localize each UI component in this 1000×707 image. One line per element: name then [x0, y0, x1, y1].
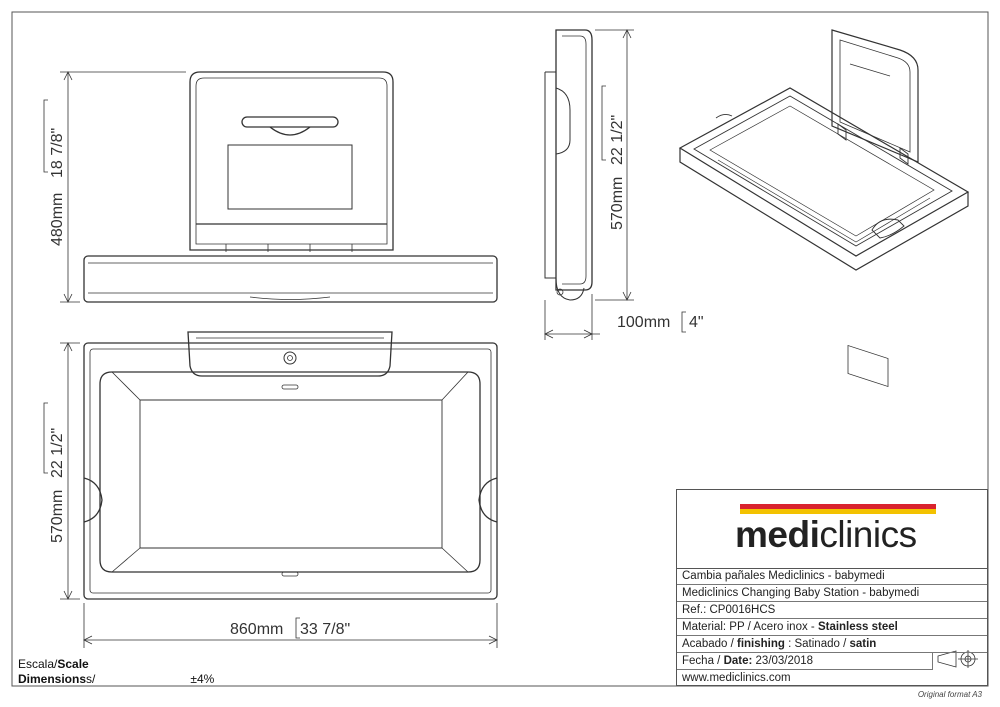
side-depth-inch-label: 4" [689, 314, 704, 331]
front-width-label: 860mm [230, 621, 283, 638]
top-height-inch-label: 18 7/8" [49, 128, 66, 178]
original-format-note: Original format A3 [917, 690, 982, 699]
top-height-dimension [60, 71, 186, 303]
logo-wordmark: mediclinics [735, 514, 917, 555]
scale-label-en: Scale [57, 657, 89, 671]
front-height-inch-label: 22 1/2" [49, 428, 66, 478]
side-view [544, 29, 593, 301]
side-height-label: 570mm [609, 177, 626, 230]
reference-row: Ref.: CP0016HCS [677, 602, 987, 619]
dimensions-label: Dimensions [18, 672, 87, 686]
front-view [83, 331, 498, 600]
material-row: Material: PP / Acero inox - Stainless st… [677, 619, 987, 636]
brand-logo: mediclinics [677, 490, 987, 569]
side-depth-dimension [544, 294, 600, 340]
front-height-dimension [60, 342, 80, 600]
top-height-label: 480mm [49, 193, 66, 246]
product-name-es: Cambia pañales Mediclinics - babymedi [677, 568, 987, 585]
scale-block: Escala/Scale Dimensionss/ ±4% [18, 657, 214, 687]
title-block: mediclinics Cambia pañales Mediclinics -… [676, 489, 988, 686]
tolerance-value: ±4% [190, 672, 215, 686]
dimensions-suffix: s/ [86, 672, 96, 686]
product-name-en: Mediclinics Changing Baby Station - baby… [677, 585, 987, 602]
side-height-inch-label: 22 1/2" [609, 115, 626, 165]
front-height-label: 570mm [49, 490, 66, 543]
side-depth-label: 100mm [617, 314, 670, 331]
front-width-dimension [83, 603, 498, 648]
isometric-view [678, 29, 970, 388]
finish-row: Acabado / finishing : Satinado / satin [677, 636, 987, 653]
logo-stripe-yellow [740, 509, 936, 514]
logo-stripe-red [740, 504, 936, 509]
scale-label-es: Escala/ [18, 657, 58, 671]
side-height-dimension [595, 29, 634, 301]
date-row: Fecha / Date: 23/03/2018 [677, 653, 933, 670]
website-row: www.mediclinics.com [682, 672, 791, 684]
top-view [83, 71, 498, 303]
front-width-inch-label: 33 7/8" [300, 621, 350, 638]
